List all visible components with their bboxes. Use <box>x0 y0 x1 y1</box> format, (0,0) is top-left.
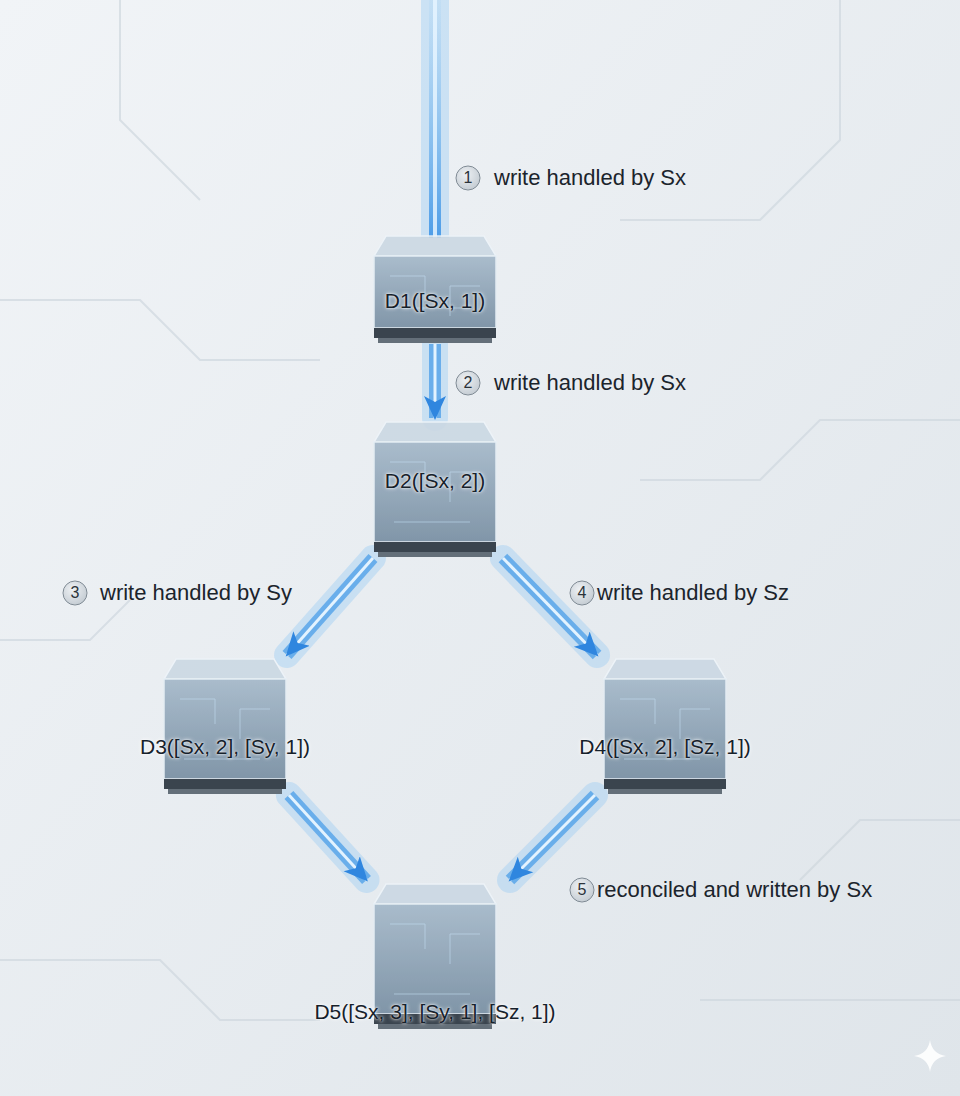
cube-shape <box>150 655 300 795</box>
edge-label: reconciled and written by Sx <box>597 877 872 903</box>
callout-number: 2 <box>456 371 481 396</box>
version-node: D1([Sx, 1]) <box>360 232 510 344</box>
beam-connector <box>287 558 373 655</box>
cube-shape <box>360 232 510 344</box>
version-label: D5([Sx, 3], [Sy, 1], [Sz, 1]) <box>314 1000 555 1024</box>
version-node: D2([Sx, 2]) <box>360 418 510 558</box>
edge-label: write handled by Sy <box>100 580 292 606</box>
callout-number: 3 <box>63 581 88 606</box>
beam-connector <box>510 795 595 880</box>
version-label: D1([Sx, 1]) <box>385 289 485 313</box>
version-label: D2([Sx, 2]) <box>385 469 485 493</box>
version-node: D3([Sx, 2], [Sy, 1]) <box>150 655 300 795</box>
version-label: D4([Sx, 2], [Sz, 1]) <box>579 735 751 759</box>
beam-connector <box>503 558 597 655</box>
watermark-star <box>914 1040 946 1072</box>
beam-connector <box>435 344 436 418</box>
callout-number: 5 <box>570 878 595 903</box>
step-label: write handled by Sx <box>494 165 686 191</box>
callout-number: 4 <box>570 581 595 606</box>
input-beam <box>421 0 449 238</box>
edge-label: write handled by Sx <box>494 370 686 396</box>
version-node: D4([Sx, 2], [Sz, 1]) <box>590 655 740 795</box>
circuit-traces <box>0 0 960 1020</box>
edge-label: write handled by Sz <box>597 580 789 606</box>
beam-connector <box>289 795 367 880</box>
version-node: D5([Sx, 3], [Sy, 1], [Sz, 1]) <box>360 880 510 1030</box>
version-label: D3([Sx, 2], [Sy, 1]) <box>140 735 310 759</box>
cube-shape <box>590 655 740 795</box>
callout-number: 1 <box>456 166 481 191</box>
